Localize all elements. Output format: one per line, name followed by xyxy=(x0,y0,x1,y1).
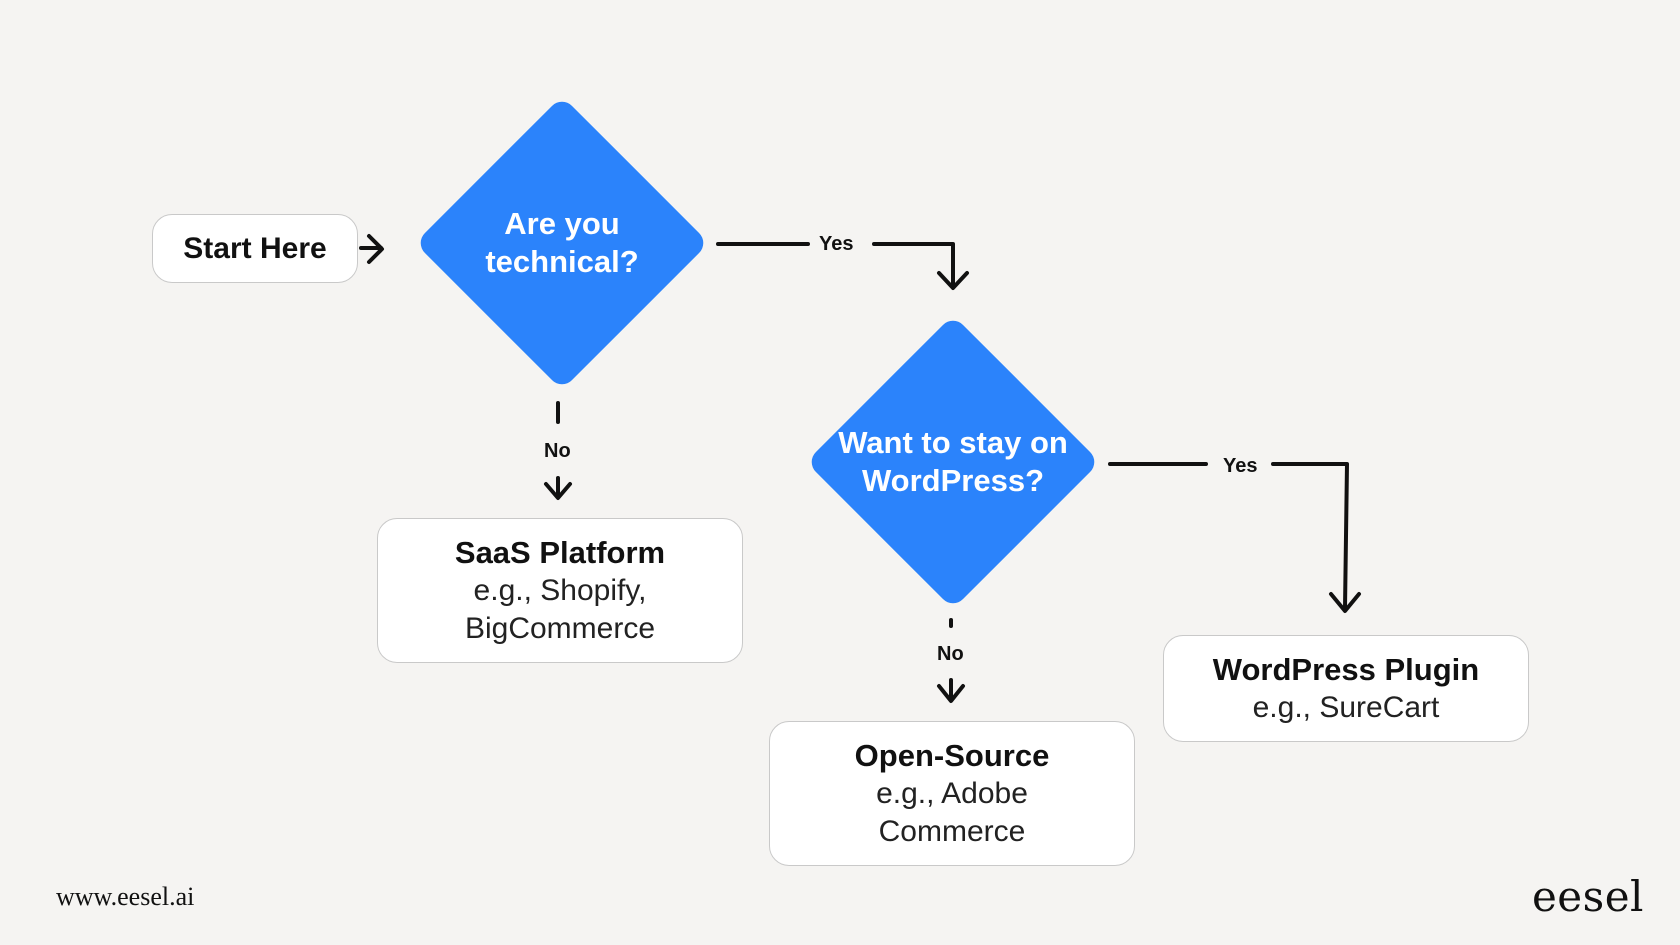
outcome-open-source-example-line1: e.g., Adobe xyxy=(876,776,1028,810)
decision-wordpress-label: Want to stay on WordPress? xyxy=(823,422,1083,502)
connector-technical-yes xyxy=(716,242,955,287)
edge-label-technical-yes: Yes xyxy=(813,232,860,256)
decision-technical-label: Are you technical? xyxy=(462,203,662,283)
edge-label-wordpress-no: No xyxy=(931,642,970,666)
connector-wordpress-yes xyxy=(1108,462,1349,610)
outcome-saas-title: SaaS Platform xyxy=(454,534,666,570)
outcome-saas-example-line1: e.g., Shopify, xyxy=(473,573,647,607)
outcome-open-source-example-line2: Commerce xyxy=(878,814,1026,848)
arrow-down-icon xyxy=(937,271,969,290)
eesel-logo: eesel xyxy=(1531,872,1644,921)
outcome-saas-example-line2: BigCommerce xyxy=(464,611,656,645)
start-label: Start Here xyxy=(183,231,327,265)
decision-wordpress-line2: WordPress? xyxy=(861,463,1045,498)
outcome-open-source: Open-Source e.g., Adobe Commerce xyxy=(769,721,1135,866)
arrow-down-icon xyxy=(1329,592,1361,613)
decision-technical-line1: Are you xyxy=(504,206,620,241)
outcome-wp-plugin-example-line1: e.g., SureCart xyxy=(1252,690,1440,724)
arrow-right-icon xyxy=(359,234,384,264)
outcome-wp-plugin-title: WordPress Plugin xyxy=(1212,651,1480,687)
decision-diamond-wordpress xyxy=(811,320,1095,604)
start-node: Start Here xyxy=(152,214,358,283)
outcome-wordpress-plugin: WordPress Plugin e.g., SureCart xyxy=(1163,635,1529,742)
outcome-open-source-title: Open-Source xyxy=(854,737,1050,773)
arrow-down-icon xyxy=(544,476,572,500)
edge-label-wordpress-yes: Yes xyxy=(1217,454,1264,478)
edge-label-technical-no: No xyxy=(538,439,577,463)
outcome-saas-platform: SaaS Platform e.g., Shopify, BigCommerce xyxy=(377,518,743,663)
decision-diamond-technical xyxy=(420,101,704,385)
footer-url[interactable]: www.eesel.ai xyxy=(56,882,195,911)
decision-technical-line2: technical? xyxy=(485,244,639,279)
decision-wordpress-line1: Want to stay on xyxy=(838,425,1068,460)
arrow-down-icon xyxy=(937,678,965,703)
